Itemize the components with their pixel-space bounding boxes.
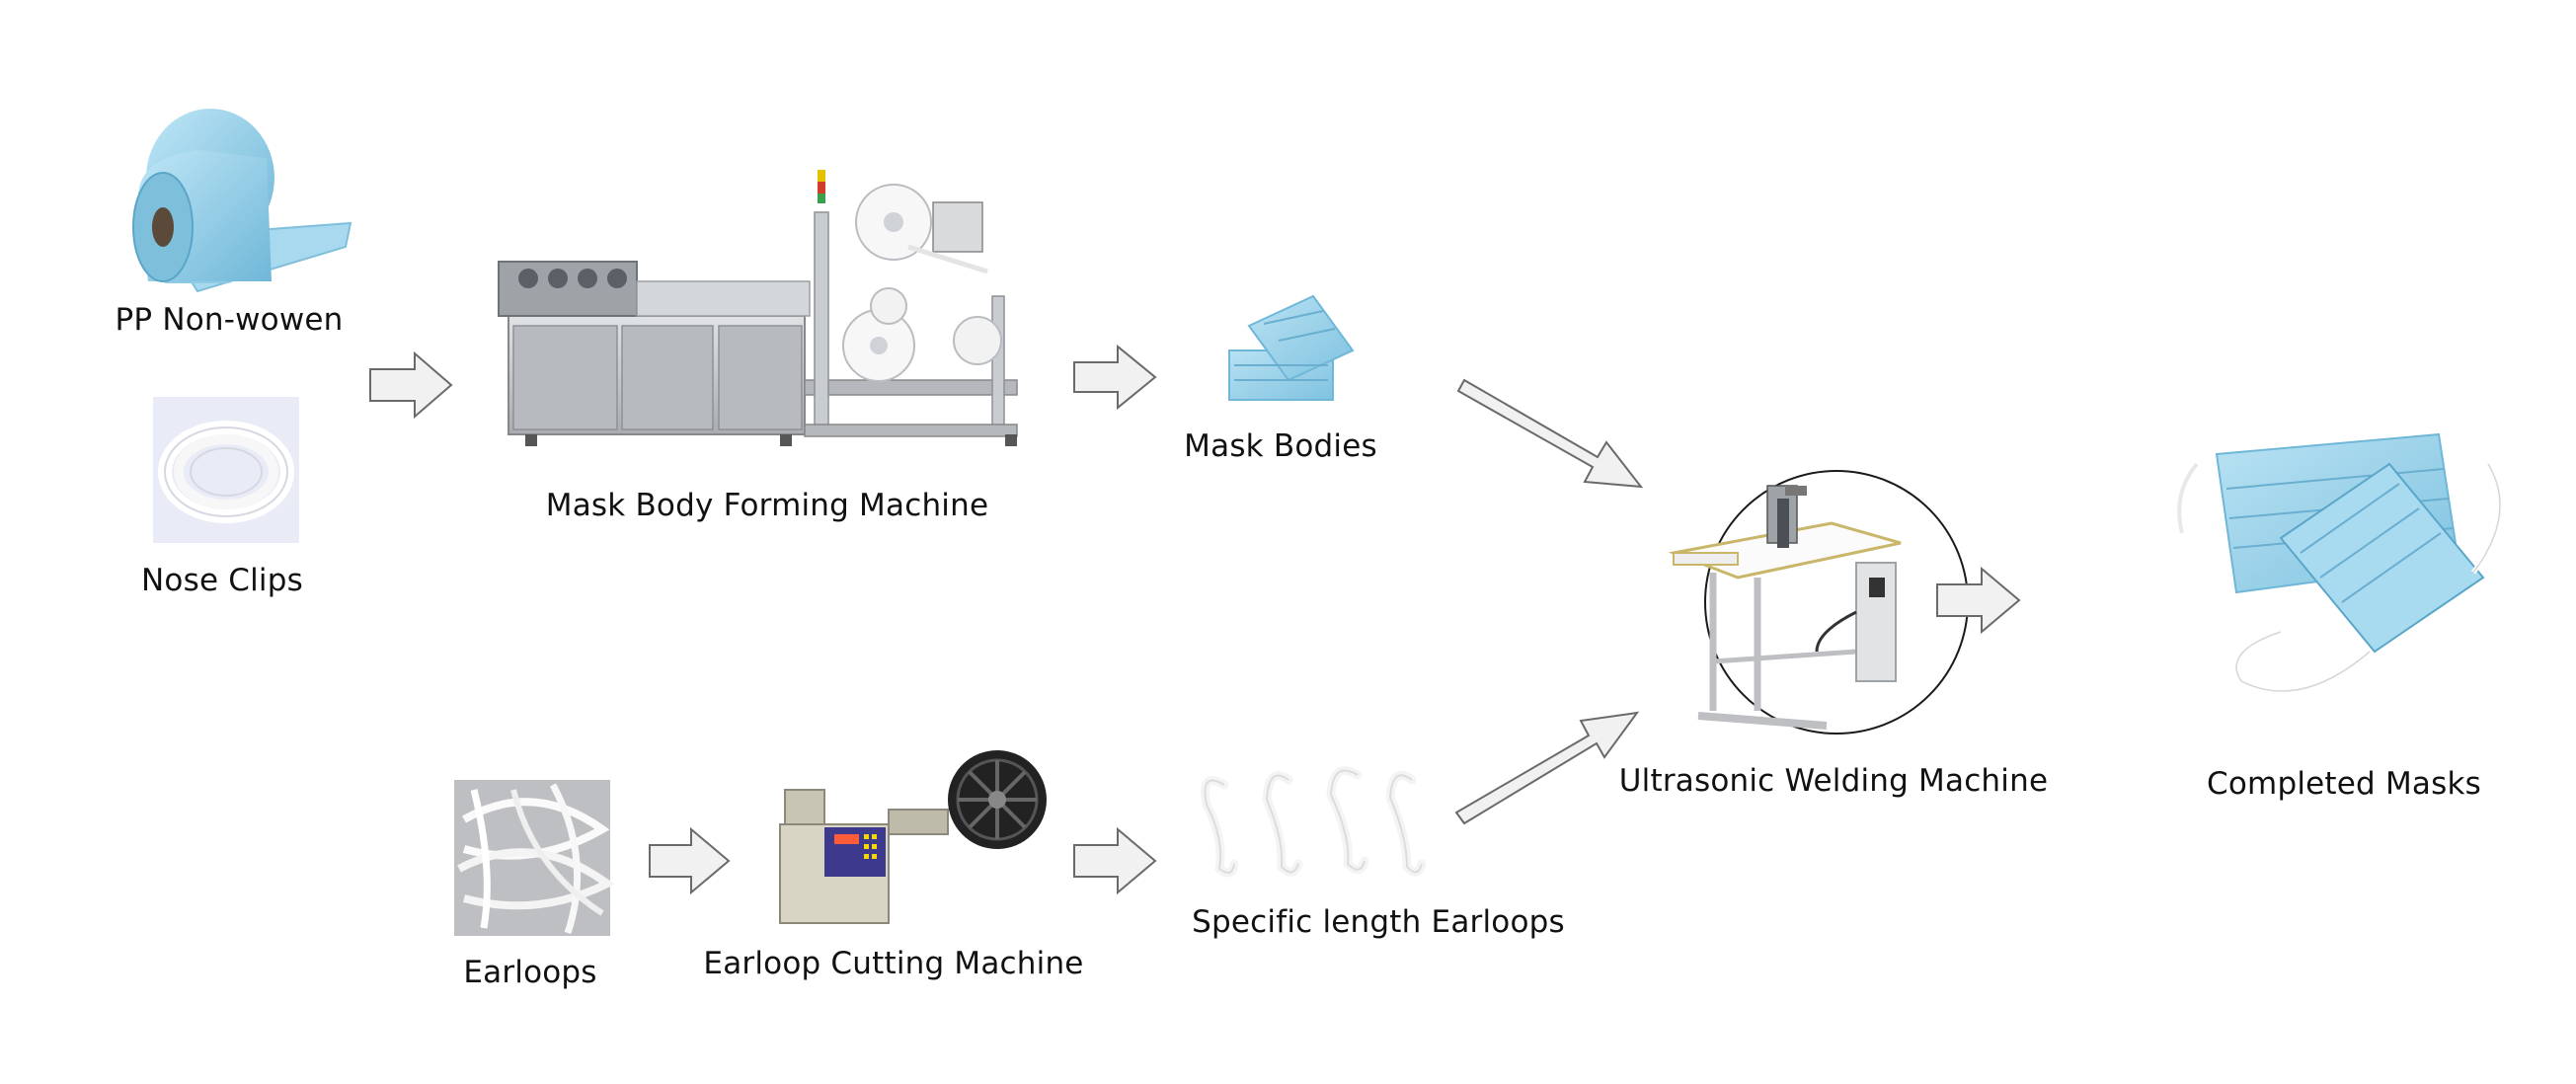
label-earloop-cutting-machine: Earloop Cutting Machine [703,946,1084,981]
label-pp-nonwoven: PP Non-wowen [115,302,344,338]
mask-bodies-image [1228,294,1355,401]
arrow-mask-bodies-to-welding [1456,378,1644,489]
specific-length-earloops-image [1201,766,1427,878]
label-mask-bodies: Mask Bodies [1184,428,1377,464]
arrow-cutter-to-specific-earloops [1073,826,1157,895]
earloops-image [454,780,615,936]
arrow-inputs-to-mask-body-machine [369,350,453,420]
label-earloops: Earloops [463,955,597,990]
label-mask-body-forming-machine: Mask Body Forming Machine [545,488,989,523]
nose-clips-image [153,397,299,543]
arrow-earloops-to-cutter [649,826,731,895]
arrow-welding-to-completed-masks [1936,566,2021,635]
earloops-outline [1204,769,1423,874]
ultrasonic-welding-machine-image [1668,470,1969,735]
arrow-machine-to-mask-bodies [1073,344,1157,411]
pp-nonwoven-roll-image [132,109,352,293]
label-completed-masks: Completed Masks [2207,766,2481,802]
arrow-earloops-to-welding [1454,711,1640,825]
label-ultrasonic-welding-machine: Ultrasonic Welding Machine [1618,763,2049,799]
completed-masks-image [2177,432,2503,694]
label-nose-clips: Nose Clips [141,563,303,598]
label-specific-length-earloops: Specific length Earloops [1192,904,1565,940]
mask-body-forming-machine-image [498,170,1018,446]
earloop-cutting-machine-image [779,750,1047,924]
